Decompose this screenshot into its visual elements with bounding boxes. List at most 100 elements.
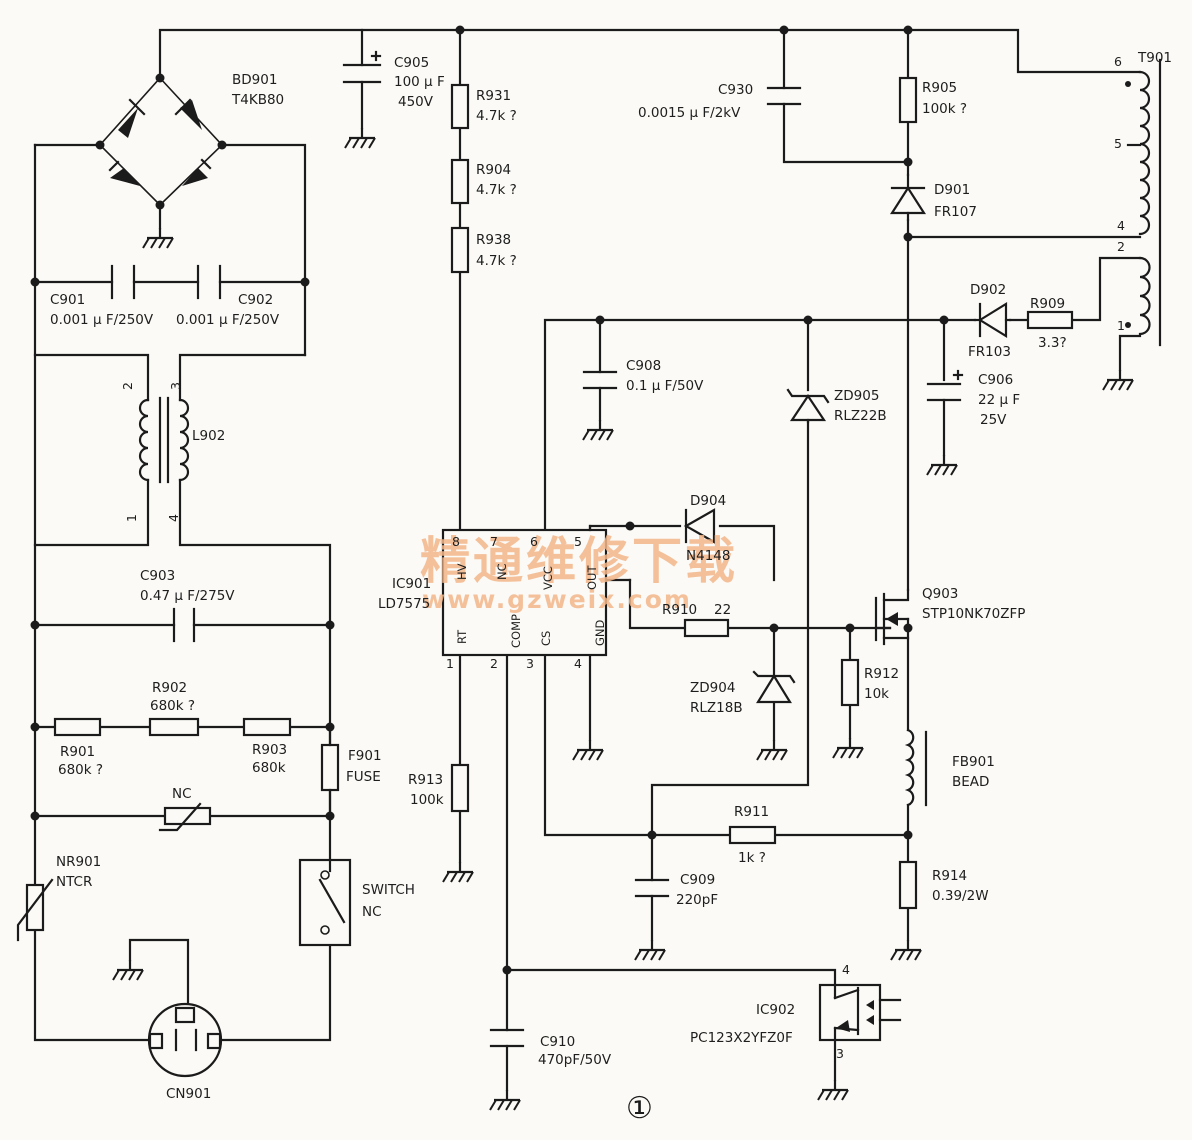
c903-ref: C903 [140, 568, 175, 584]
fb901-value: BEAD [952, 774, 989, 790]
r910-resistor-symbol [683, 618, 730, 638]
t901-pin-4: 4 [1117, 218, 1125, 233]
c908-value: 0.1 μ F/50V [626, 378, 704, 394]
c901-ref: C901 [50, 292, 85, 308]
l902-pin-2: 2 [120, 382, 135, 390]
r902-value: 680k ? [150, 698, 195, 714]
c908-ref: C908 [626, 358, 661, 374]
c910-ref: C910 [540, 1034, 575, 1050]
t901-pin-6: 6 [1114, 54, 1122, 69]
c906-value2: 25V [980, 412, 1007, 428]
ground-bd901 [141, 226, 175, 250]
r913-ref: R913 [408, 772, 443, 788]
c930-capacitor-symbol [766, 86, 802, 106]
r901-value: 680k ? [58, 762, 103, 778]
ground-r914 [889, 938, 923, 962]
c930-value: 0.0015 μ F/2kV [638, 105, 741, 121]
ic901-ref: IC901 [392, 576, 431, 592]
ground-ic902 [816, 1078, 850, 1102]
c910-value: 470pF/50V [538, 1052, 612, 1068]
d902-diode-symbol [973, 302, 1012, 338]
c909-ref: C909 [680, 872, 715, 888]
f901-ref: F901 [348, 748, 382, 764]
ic901-pin-cs: CS [539, 631, 553, 646]
zd905-value: RLZ22B [834, 408, 887, 424]
l902-ref: L902 [192, 428, 225, 444]
r905-resistor-symbol [898, 76, 918, 124]
r904-resistor-symbol [450, 158, 470, 205]
r938-ref: R938 [476, 232, 511, 248]
bd901-bridge-symbol [98, 76, 224, 207]
r910-ref: R910 [662, 602, 697, 618]
r913-resistor-symbol [450, 763, 470, 813]
nc-ref: NC [172, 786, 192, 802]
r905-ref: R905 [922, 80, 957, 96]
d904-value: N4148 [686, 548, 730, 564]
switch-symbol [298, 858, 352, 947]
r912-ref: R912 [864, 666, 899, 682]
c910-capacitor-symbol [489, 1028, 525, 1048]
ground-c910 [488, 1088, 522, 1112]
r904-ref: R904 [476, 162, 511, 178]
figure-number: ① [626, 1091, 653, 1126]
q903-mosfet-symbol [874, 592, 910, 646]
c902-capacitor-symbol [196, 264, 222, 300]
q903-ref: Q903 [922, 586, 958, 602]
c906-ref: C906 [978, 372, 1013, 388]
switch-ref: SWITCH [362, 882, 415, 898]
ic902-pin-4: 4 [842, 962, 850, 977]
nr901-ntc-symbol [16, 878, 54, 942]
ic901-pin-nc: NC [495, 563, 509, 580]
r913-value: 100k [410, 792, 444, 808]
ic902-ref: IC902 [756, 1002, 795, 1018]
ground-c905 [343, 126, 377, 150]
d902-value: FR103 [968, 344, 1011, 360]
ic901-pin-hv: HV [455, 563, 469, 580]
r914-resistor-symbol [898, 860, 918, 910]
c906-capacitor-symbol [926, 369, 964, 402]
l902-pin-3: 3 [168, 382, 183, 390]
t901-pin-2: 2 [1117, 239, 1125, 254]
c905-ref: C905 [394, 55, 429, 71]
ic902-pin-3: 3 [836, 1046, 844, 1061]
ic901-pin-gnd: GND [593, 619, 607, 646]
c902-ref: C902 [238, 292, 273, 308]
t901-ref: T901 [1137, 50, 1172, 66]
l902-choke-symbol [138, 396, 190, 484]
r938-value: 4.7k ? [476, 253, 517, 269]
r903-resistor-symbol [242, 717, 292, 737]
r909-ref: R909 [1030, 296, 1065, 312]
zd905-ref: ZD905 [834, 388, 879, 404]
zd904-zener-symbol [752, 670, 796, 704]
ic901-body [441, 528, 608, 657]
d902-ref: D902 [970, 282, 1006, 298]
r905-value: 100k ? [922, 101, 967, 117]
r931-resistor-symbol [450, 83, 470, 130]
c905-capacitor-symbol [342, 50, 382, 84]
zd905-zener-symbol [786, 388, 830, 424]
watermark-url: www.gzweix.com [422, 585, 692, 614]
ground-c906 [925, 453, 959, 477]
ground-zd904 [755, 738, 789, 762]
c906-value1: 22 μ F [978, 392, 1020, 408]
cn901-ref: CN901 [166, 1086, 211, 1102]
r911-value: 1k ? [738, 850, 766, 866]
c930-ref: C930 [718, 82, 753, 98]
c905-value1: 100 μ F [394, 74, 445, 90]
r938-resistor-symbol [450, 226, 470, 274]
ic901-pin8-num: 8 [452, 534, 460, 549]
ic902-value: PC123X2YFZ0F [690, 1030, 793, 1046]
ic901-pin7-num: 7 [490, 534, 498, 549]
cn901-plug-symbol [147, 1002, 223, 1078]
c908-capacitor-symbol [582, 370, 618, 390]
bd901-ref: BD901 [232, 72, 277, 88]
zd904-ref: ZD904 [690, 680, 735, 696]
d901-ref: D901 [934, 182, 970, 198]
ground-r912 [831, 736, 865, 760]
r910-value: 22 [714, 602, 731, 618]
watermark-cn: 精通维修下载 [420, 531, 738, 590]
f901-fuse-symbol [320, 743, 340, 792]
ic901-pin-rt: RT [455, 629, 469, 644]
c909-capacitor-symbol [634, 878, 670, 898]
